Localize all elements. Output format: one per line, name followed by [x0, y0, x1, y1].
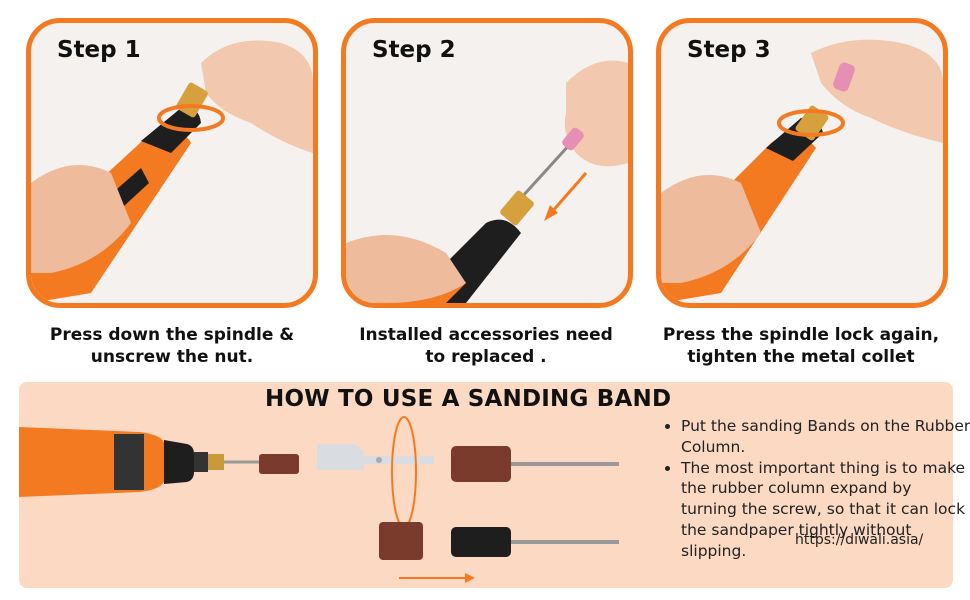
step-1-card: Step 1 [26, 18, 318, 308]
list-item: Put the sanding Bands on the Rubber Colu… [681, 416, 970, 458]
step-1-illustration [31, 40, 313, 303]
sanding-band-illustration [19, 416, 619, 583]
step-3-caption-line-2: tighten the metal collet [687, 347, 915, 367]
step-3-caption: Press the spindle lock again, tighten th… [651, 324, 951, 368]
step-3-caption-line-1: Press the spindle lock again, [662, 325, 940, 345]
step-2-title: Step 2 [372, 37, 456, 63]
step-1-caption: Press down the spindle & unscrew the nut… [22, 324, 322, 368]
step-3-illustration [661, 39, 943, 303]
sanding-band-panel: HOW TO USE A SANDING BAND Put the sandin… [19, 382, 970, 588]
step-2-illustration [346, 60, 628, 303]
step-2-caption-line-2: to replaced . [425, 347, 547, 367]
panel-title: HOW TO USE A SANDING BAND [265, 386, 672, 412]
step-1-caption-line-1: Press down the spindle & [49, 325, 295, 345]
tool-grip [114, 434, 144, 490]
instruction-list: Put the sanding Bands on the Rubber Colu… [661, 416, 970, 562]
step-1-caption-line-2: unscrew the nut. [90, 347, 254, 367]
step-2-caption: Installed accessories need to replaced . [336, 324, 636, 368]
step-2-caption-line-1: Installed accessories need [359, 325, 613, 345]
list-item: The most important thing is to make the … [681, 458, 970, 562]
step-3-card: Step 3 [656, 18, 948, 308]
watermark-url: https://diwali.asia/ [795, 532, 924, 548]
step-1-title: Step 1 [57, 37, 141, 63]
step-2-card: Step 2 [341, 18, 633, 308]
step-3-title: Step 3 [687, 37, 771, 63]
